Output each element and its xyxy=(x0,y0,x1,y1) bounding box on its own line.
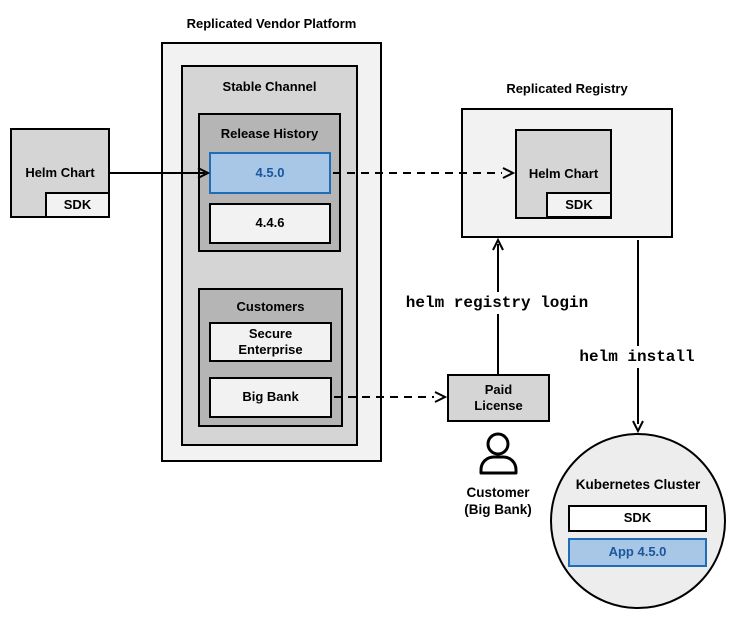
source-helm-chart-label: Helm Chart xyxy=(25,164,95,180)
paid-license-box: Paid License xyxy=(447,374,550,422)
registry-title: Replicated Registry xyxy=(506,81,628,96)
release-version-446-label: 4.4.6 xyxy=(255,215,285,231)
kubernetes-app-label: App 4.5.0 xyxy=(608,544,667,560)
helm-install-label: helm install xyxy=(574,346,700,368)
paid-license-label-line2: License xyxy=(474,398,523,413)
release-history-title: Release History xyxy=(220,126,319,141)
source-sdk-label: SDK xyxy=(63,196,92,212)
arrow-license-to-registry-head-icon xyxy=(492,237,504,251)
helm-registry-login-label: helm registry login xyxy=(400,292,594,314)
release-version-450-label: 4.5.0 xyxy=(255,164,285,180)
kubernetes-sdk-box: SDK xyxy=(568,505,707,532)
arrow-registry-to-cluster-head-icon xyxy=(632,420,644,434)
customers-title: Customers xyxy=(236,299,305,314)
kubernetes-app-box: App 4.5.0 xyxy=(568,538,707,567)
arrow-bigbank-to-license-head-icon xyxy=(434,391,448,403)
customer-caption-line1: Customer xyxy=(466,485,530,500)
customer-big-bank-box: Big Bank xyxy=(209,377,332,418)
stable-channel-title: Stable Channel xyxy=(222,79,317,94)
customer-caption: Customer (Big Bank) xyxy=(464,484,532,518)
customer-secure-enterprise-box: Secure Enterprise xyxy=(209,322,332,362)
paid-license-label-line1: Paid xyxy=(484,381,513,397)
release-version-450-box: 4.5.0 xyxy=(209,152,331,194)
customer-caption-line2: (Big Bank) xyxy=(464,502,532,517)
release-version-446-box: 4.4.6 xyxy=(209,203,331,244)
kubernetes-cluster-title: Kubernetes Cluster xyxy=(575,477,701,492)
customer-big-bank-label: Big Bank xyxy=(242,389,299,405)
customer-person-icon xyxy=(479,432,518,475)
vendor-platform-title: Replicated Vendor Platform xyxy=(186,16,357,31)
registry-sdk-box: SDK xyxy=(546,192,612,218)
source-sdk-box: SDK xyxy=(45,192,110,218)
registry-sdk-label: SDK xyxy=(565,196,593,212)
registry-helm-chart-label: Helm Chart xyxy=(528,165,599,181)
kubernetes-sdk-label: SDK xyxy=(623,510,652,526)
customer-secure-enterprise-label: Secure Enterprise xyxy=(238,325,303,357)
